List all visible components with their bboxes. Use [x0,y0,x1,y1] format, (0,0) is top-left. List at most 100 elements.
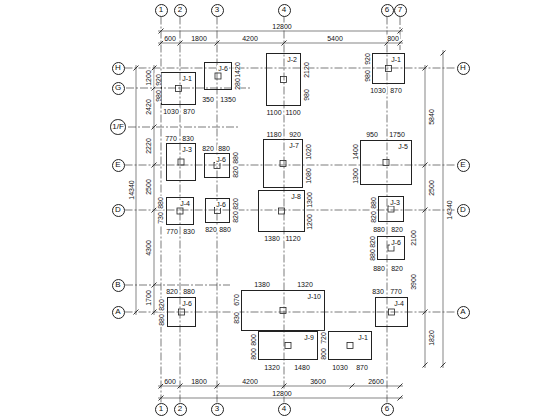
dimension-text: 820 [232,210,239,224]
dimension-tick [441,363,446,368]
dimension-text: 1350 [219,96,237,103]
footing-outline: J-9 [258,331,318,360]
dimension-text: 880 [370,196,377,210]
dimension-text: 350 [201,96,215,103]
footing-outline: J-4 [166,197,194,225]
dimension-line [158,398,403,399]
dimension-text: 880 [372,226,386,233]
dimension-text: 950 [365,131,379,138]
dimension-text: 2600 [367,378,385,385]
dimension-text: 820 [369,235,376,249]
dimension-text: 280 [234,77,241,91]
dimension-text: 14340 [128,179,135,200]
dimension-text: 670 [233,293,240,307]
dimension-text: 1700 [145,289,152,307]
dimension-text: 880 [158,313,165,327]
dimension-text: 800 [386,35,400,42]
dimension-text: 1380 [263,235,281,242]
dimension-text: 4200 [241,35,259,42]
footing-outline: J-6 [204,62,232,90]
dimension-text: 1800 [190,378,208,385]
dimension-line [136,65,137,315]
dimension-line [158,31,403,32]
dimension-text: 830 [233,311,240,325]
footing-mark: J-6 [390,239,402,246]
footing-mark: J-1 [390,56,402,63]
axis-label: 1/F [112,123,124,131]
dimension-text: 730 [157,211,164,225]
footing-mark: J-9 [303,334,315,341]
axis-bubble: H [112,62,125,75]
dimension-text: 4200 [241,378,259,385]
dimension-text: 1300 [306,191,313,209]
column-square [386,66,392,72]
axis-label: D [460,206,466,214]
column-square [178,159,184,165]
axis-bubble: B [112,279,125,292]
dimension-text: 830 [371,288,385,295]
axis-label: A [115,308,120,316]
axis-bubble: D [457,204,470,217]
dimension-text: 820 [201,145,215,152]
dimension-text: 1180 [265,131,282,138]
column-square [388,206,394,212]
dimension-text: 600 [163,35,177,42]
footing-mark: J-4 [393,300,405,307]
footing-outline: J-2 [266,53,301,106]
dimension-text: 2100 [410,229,417,247]
dimension-text: 870 [355,364,369,371]
footing-mark: J-10 [306,293,322,300]
column-square [383,160,389,166]
dimension-text: 600 [163,378,177,385]
dimension-text: 920 [155,73,162,87]
axis-bubble: 4 [278,403,291,416]
axis-label: B [115,281,120,289]
axis-bubble: E [457,159,470,172]
footing-mark: J-2 [286,56,298,63]
axis-label: 6 [385,405,389,413]
dimension-text: 800 [250,347,257,361]
axis-label: 3 [215,6,219,14]
axis-line [284,17,285,403]
column-square [279,208,285,214]
dimension-text: 1320 [263,364,281,371]
axis-bubble: 3 [211,403,224,416]
column-square [215,208,221,214]
axis-label: 3 [215,405,219,413]
dimension-text: 1380 [253,281,271,288]
dimension-text: 1480 [293,364,311,371]
column-square [280,161,286,167]
dimension-text: 720 [320,331,327,345]
axis-label: 7 [398,6,402,14]
axis-label: E [115,161,120,169]
axis-bubble: E [112,159,125,172]
dimension-line [158,386,403,387]
axis-line [400,17,401,50]
dimension-text: 2120 [303,61,310,79]
axis-line [125,285,230,286]
axis-bubble: 6 [381,4,394,17]
dimension-text: 870 [182,108,196,115]
dimension-tick [441,51,446,56]
dimension-text: 1030 [162,108,180,115]
dimension-text: 4300 [145,239,152,257]
dimension-text: 12800 [271,390,292,397]
footing-outline: J-7 [263,139,303,188]
dimension-text: 5400 [326,35,344,42]
footing-mark: J-6 [215,201,227,208]
dimension-text: 1750 [388,131,406,138]
dimension-tick [398,396,403,401]
column-square [347,343,353,349]
axis-label: A [460,308,465,316]
axis-label: E [460,161,465,169]
dimension-text: 14340 [446,199,453,220]
axis-label: 4 [282,6,286,14]
dimension-tick [423,363,428,368]
axis-bubble: 3 [211,4,224,17]
axis-label: G [115,84,121,92]
axis-label: H [460,64,466,72]
dimension-text: 2500 [428,179,435,197]
column-square [215,73,221,79]
